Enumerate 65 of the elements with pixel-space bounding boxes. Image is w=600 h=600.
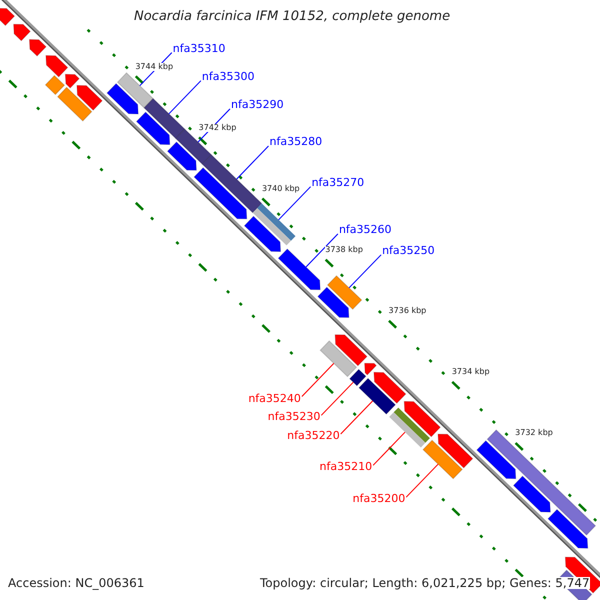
gene-feature (76, 84, 103, 111)
gene-feature (136, 111, 170, 146)
leader-line (168, 80, 202, 114)
gene-feature (334, 334, 368, 366)
gene-label: nfa35220 (287, 430, 340, 442)
gene-feature (106, 82, 139, 115)
gene-feature (13, 24, 31, 42)
feature-bar (389, 408, 430, 448)
feature-bar (116, 72, 154, 109)
gene-feature (547, 508, 588, 549)
gene-label: nfa35250 (382, 244, 435, 256)
gene-feature (244, 216, 282, 252)
leader-line (278, 186, 312, 220)
gene-feature (364, 362, 377, 376)
leader-line (236, 146, 269, 180)
gene-label: nfa35300 (202, 70, 254, 82)
scale-label: 3734 kbp (452, 368, 490, 376)
feature-bar (252, 203, 296, 246)
gene-label: nfa35310 (172, 42, 226, 54)
footer-text: Topology: circular; Length: 6,021,225 bp; Genes: 5,747 (260, 577, 590, 589)
gene-feature (0, 8, 16, 26)
feature-bar (486, 429, 596, 536)
diagram-title: Nocardia farcinica IFM 10152, complete genome (134, 10, 450, 23)
scale-label: 3732 kbp (515, 429, 553, 438)
leader-line (301, 362, 334, 397)
scale-label: 3744 kbp (135, 62, 174, 71)
gene-label: nfa35270 (312, 176, 364, 188)
feature-bar (422, 440, 463, 480)
leader-line (306, 233, 338, 268)
gene-label: nfa35230 (268, 411, 320, 422)
feature-bar (358, 378, 396, 415)
gene-label: nfa35240 (248, 392, 301, 404)
footer-text: Accession: NC_006361 (8, 577, 144, 589)
scale-label: 3738 kbp (325, 246, 363, 254)
scale-label: 3742 kbp (198, 124, 236, 132)
leader-line (372, 432, 406, 466)
gene-feature (373, 372, 406, 404)
gene-feature (476, 440, 516, 480)
gene-feature (317, 286, 350, 318)
gene-label: nfa35210 (320, 461, 372, 472)
scale-label: 3736 kbp (388, 307, 426, 316)
gene-feature (278, 248, 321, 290)
gene-feature (45, 54, 68, 78)
gene-feature (193, 167, 248, 220)
gene-feature (404, 400, 441, 438)
gene-feature (64, 74, 80, 89)
feature-bar (143, 98, 186, 140)
gene-feature (28, 38, 47, 57)
gene-feature (437, 434, 474, 469)
feature-bar (349, 368, 367, 386)
feature-bar (56, 86, 92, 122)
gene-label: nfa35280 (270, 136, 322, 148)
gene-feature (512, 475, 551, 513)
gene-label: nfa35290 (231, 98, 284, 110)
leader-line (340, 400, 374, 434)
scale-label: 3740 kbp (262, 184, 300, 193)
gene-label: nfa35260 (338, 224, 392, 235)
feature-bar (202, 154, 262, 214)
feature-bar (320, 340, 358, 378)
feature-bar (44, 74, 66, 96)
leader-line (348, 254, 382, 288)
leader-line (406, 464, 439, 498)
feature-bar (326, 275, 362, 310)
gene-feature (166, 141, 197, 171)
gene-label: nfa35200 (352, 493, 406, 504)
